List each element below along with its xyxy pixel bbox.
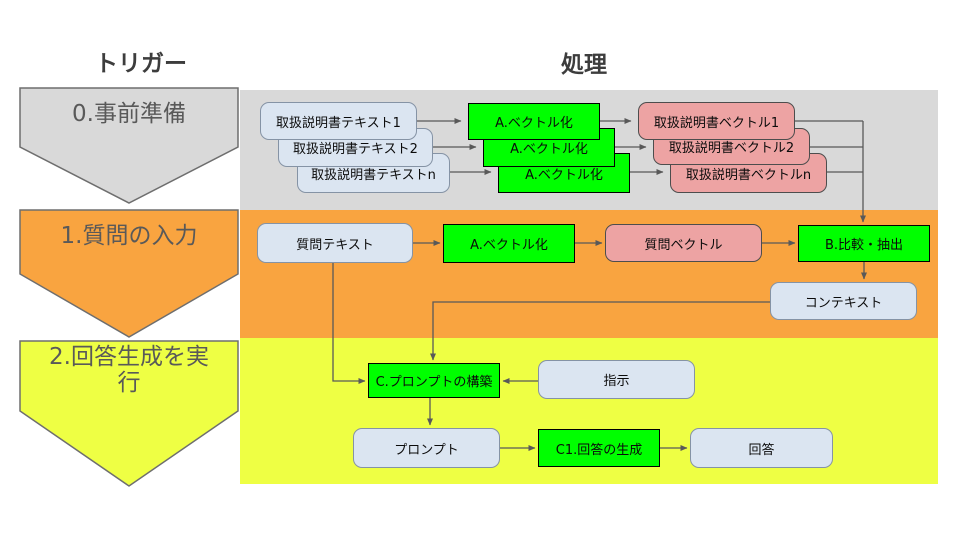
node-manual-vector-1: 取扱説明書ベクトル1	[638, 102, 795, 140]
node-instruction: 指示	[538, 360, 695, 399]
node-answer-generation: C1.回答の生成	[538, 429, 660, 467]
phase2-label: 2.回答生成を実行	[49, 344, 209, 397]
node-context: コンテキスト	[770, 282, 917, 320]
node-prompt-build: C.プロンプトの構築	[368, 363, 500, 398]
node-manual-text-1: 取扱説明書テキスト1	[260, 102, 417, 140]
trigger-column-header: トリガー	[95, 51, 187, 77]
process-column-header: 処理	[561, 52, 607, 78]
node-compare-extract: B.比較・抽出	[798, 225, 930, 262]
node-answer: 回答	[690, 428, 833, 468]
node-prompt: プロンプト	[353, 428, 500, 468]
phase0-label: 0.事前準備	[72, 101, 186, 127]
node-question-text: 質問テキスト	[257, 223, 413, 263]
node-vectorize-question: A.ベクトル化	[443, 224, 575, 263]
node-question-vector: 質問ベクトル	[605, 224, 762, 262]
phase1-label: 1.質問の入力	[60, 223, 198, 249]
node-vectorize-1: A.ベクトル化	[468, 103, 600, 140]
